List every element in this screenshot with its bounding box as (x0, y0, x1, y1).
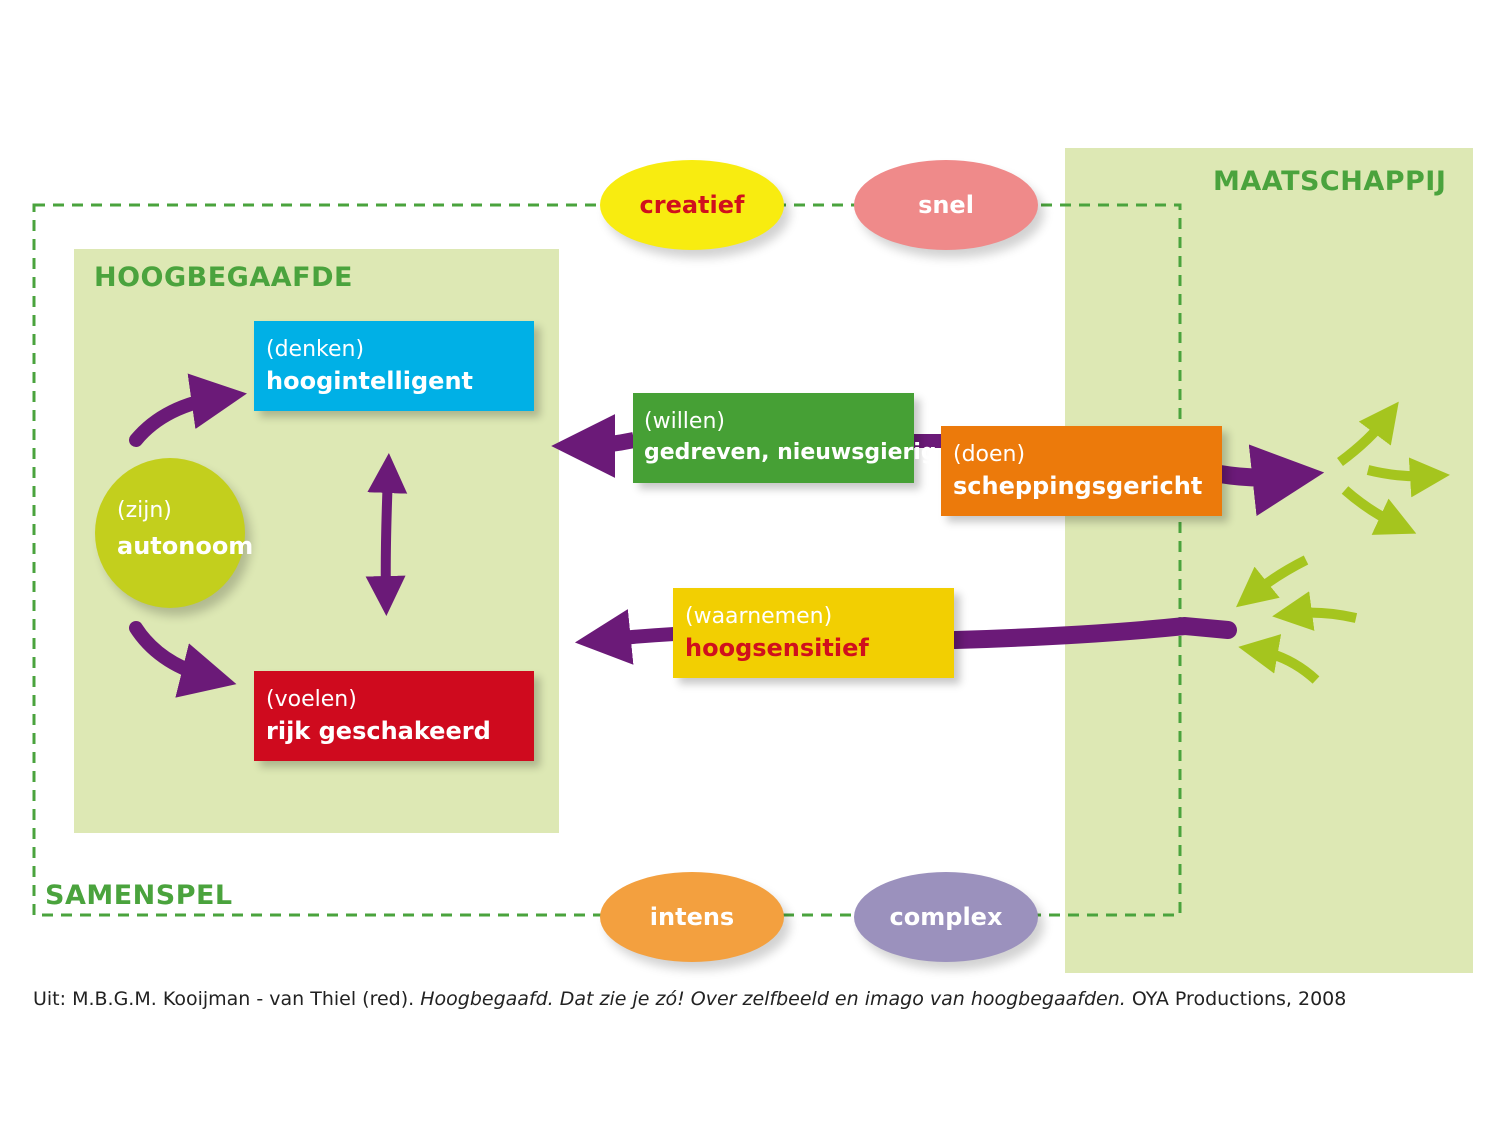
green-arrow-in-2 (1272, 591, 1358, 631)
node-waarnemen-main: hoogsensitief (685, 634, 869, 662)
green-arrow-out-2 (1366, 457, 1450, 498)
caption-title: Hoogbegaafd. Dat zie je zó! Over zelfbee… (420, 988, 1126, 1010)
node-doen-main: scheppingsgericht (953, 472, 1203, 500)
caption-suffix: OYA Productions, 2008 (1125, 988, 1347, 1010)
green-arrow-in-3 (1238, 634, 1320, 684)
arrow-willen-in (551, 413, 636, 478)
ellipse-snel: snel (854, 160, 1038, 250)
node-voelen: (voelen) rijk geschakeerd (254, 671, 534, 761)
maatschappij-title: MAATSCHAPPIJ (1213, 166, 1447, 197)
green-arrow-in-1 (1235, 555, 1309, 608)
node-denken-sub: (denken) (266, 337, 365, 362)
green-arrow-out-1 (1337, 401, 1399, 467)
hoogbegaafde-title: HOOGBEGAAFDE (94, 262, 353, 293)
ellipse-complex-label: complex (889, 903, 1003, 931)
node-willen-main: gedreven, nieuwsgierig (644, 440, 937, 465)
samenspel-dashed-border (32, 203, 1182, 917)
arrow-doen-out (1218, 444, 1325, 517)
caption-prefix: Uit: M.B.G.M. Kooijman - van Thiel (red)… (33, 988, 421, 1010)
node-doen-sub: (doen) (953, 442, 1026, 467)
ellipse-creatief-label: creatief (639, 191, 745, 219)
node-doen: (doen) scheppingsgericht (941, 426, 1222, 516)
ellipse-snel-label: snel (918, 191, 974, 219)
samenspel-title: SAMENSPEL (45, 880, 233, 911)
maatschappij-region (1065, 148, 1473, 973)
ellipse-creatief: creatief (600, 160, 784, 250)
ellipse-complex: complex (854, 872, 1038, 962)
ellipse-intens-label: intens (649, 903, 735, 931)
ellipse-intens: intens (600, 872, 784, 962)
arrow-waarnemen-in-right (946, 616, 1237, 649)
node-voelen-sub: (voelen) (266, 687, 357, 712)
arrow-waarnemen-in-left (574, 609, 675, 665)
node-denken-main: hoogintelligent (266, 367, 473, 395)
node-waarnemen: (waarnemen) hoogsensitief (673, 588, 954, 678)
node-denken: (denken) hoogintelligent (254, 321, 534, 411)
node-zijn-sub: (zijn) (117, 498, 172, 523)
node-zijn-main: autonoom (117, 532, 254, 560)
arrow-denken-voelen (365, 453, 408, 616)
source-caption: Uit: M.B.G.M. Kooijman - van Thiel (red)… (33, 988, 1346, 1010)
green-arrow-out-3 (1341, 486, 1417, 535)
arrow-zijn-denken (129, 373, 247, 447)
node-voelen-main: rijk geschakeerd (266, 717, 491, 745)
node-willen: (willen) gedreven, nieuwsgierig (633, 393, 937, 483)
arrow-zijn-voelen (129, 621, 237, 698)
node-zijn: (zijn) autonoom (95, 458, 253, 608)
node-waarnemen-sub: (waarnemen) (685, 604, 833, 629)
node-willen-sub: (willen) (644, 409, 725, 434)
